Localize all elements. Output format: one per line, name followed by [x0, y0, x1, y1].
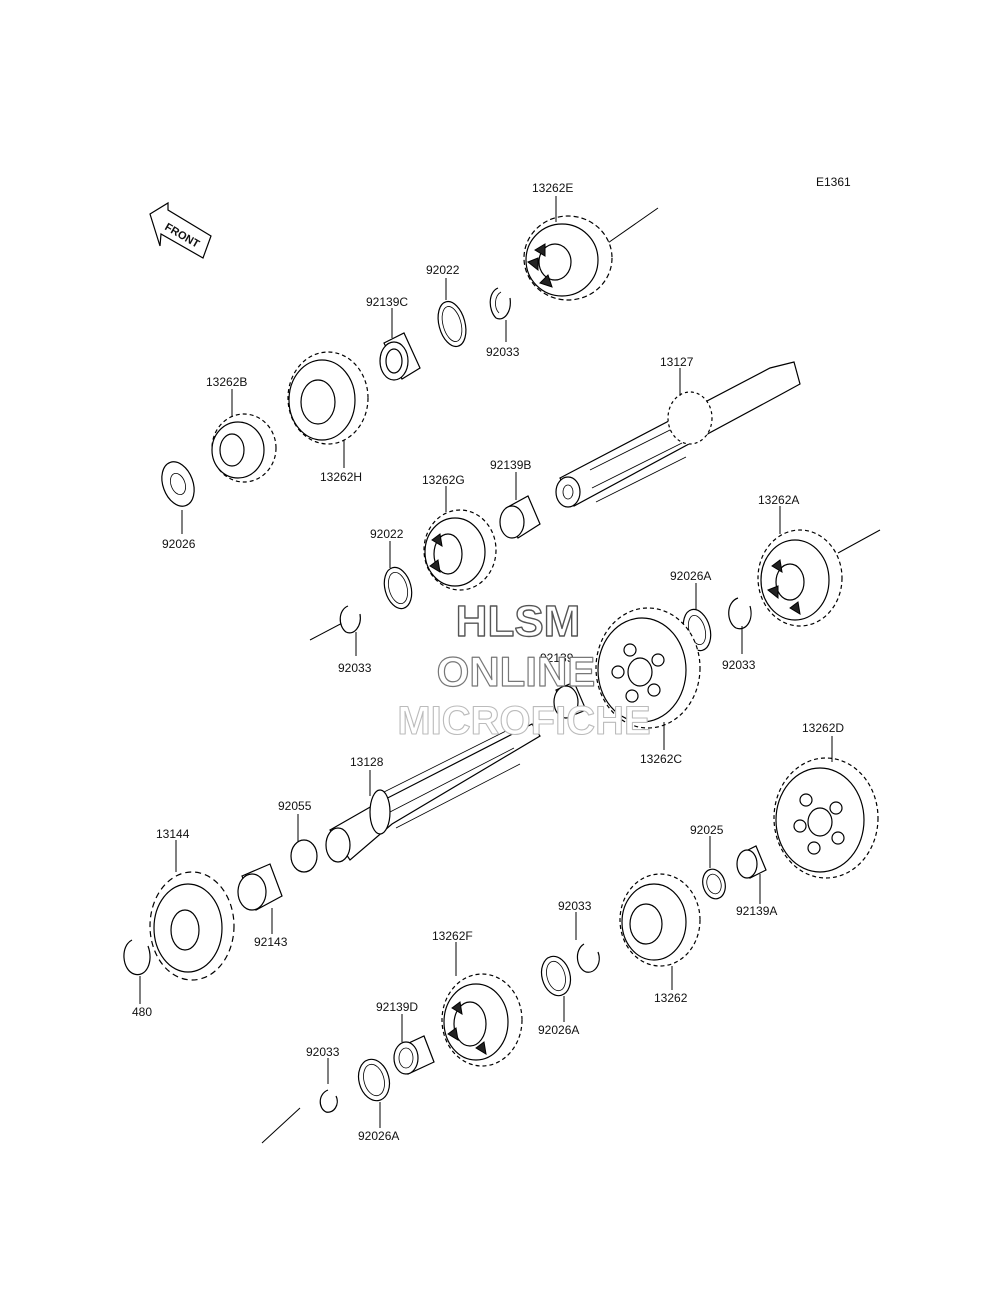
label-92026A-right: 92026A: [670, 569, 711, 583]
label-92026A-bottom: 92026A: [358, 1129, 399, 1143]
label-13128: 13128: [350, 755, 384, 769]
diagram-code: E1361: [816, 175, 851, 189]
bearing-92139[interactable]: [553, 681, 587, 719]
washer-92022-top[interactable]: [433, 298, 470, 349]
label-92026: 92026: [162, 537, 196, 551]
label-92033-bottom: 92033: [306, 1045, 340, 1059]
label-13262C: 13262C: [640, 752, 682, 766]
label-92025: 92025: [690, 823, 724, 837]
shaft-13127[interactable]: [555, 361, 801, 508]
label-92139: 92139: [540, 651, 574, 665]
oring-92055[interactable]: [290, 839, 318, 873]
collar-92143[interactable]: [237, 863, 283, 911]
label-13144: 13144: [156, 827, 190, 841]
label-13262D: 13262D: [802, 721, 844, 735]
circlip-92033-bottom[interactable]: [319, 1089, 338, 1113]
circlip-92033-left[interactable]: [339, 605, 361, 634]
label-92139D: 92139D: [376, 1000, 418, 1014]
label-92033-top: 92033: [486, 345, 520, 359]
label-480: 480: [132, 1005, 152, 1019]
leader-lines: [139, 196, 833, 1128]
gear-13262D[interactable]: [773, 757, 879, 879]
watermark-line3: MICROFICHE: [397, 699, 650, 743]
label-92139C: 92139C: [366, 295, 408, 309]
label-13262G: 13262G: [422, 473, 465, 487]
bushing-92139B[interactable]: [499, 495, 541, 539]
washer-92022-mid[interactable]: [380, 564, 416, 611]
watermark-line1: HLSM: [456, 597, 581, 646]
shaft-13128[interactable]: [325, 723, 541, 863]
gear-13262A[interactable]: [757, 529, 843, 627]
label-92033-left: 92033: [338, 661, 372, 675]
circlip-92033-mid[interactable]: [576, 943, 600, 973]
gear-13262F[interactable]: [441, 973, 523, 1067]
washer-92025[interactable]: [699, 867, 728, 902]
gear-13262B[interactable]: [211, 413, 277, 483]
gear-13262[interactable]: [619, 873, 701, 967]
label-13262E: 13262E: [532, 181, 573, 195]
label-13262F: 13262F: [432, 929, 473, 943]
bushing-92139A[interactable]: [736, 845, 767, 879]
gear-13262E[interactable]: [523, 215, 613, 301]
label-92022-mid: 92022: [370, 527, 404, 541]
label-92055: 92055: [278, 799, 312, 813]
label-92026A-mid: 92026A: [538, 1023, 579, 1037]
watermark-line2: ONLINE: [437, 648, 596, 695]
circlip-92033-top[interactable]: [489, 287, 511, 320]
washer-92026A-mid[interactable]: [537, 953, 574, 999]
direction-line: [604, 207, 659, 246]
circlip-92033-right[interactable]: [728, 597, 752, 630]
gear-13262G[interactable]: [423, 509, 497, 591]
label-92033-right: 92033: [722, 658, 756, 672]
label-13262H: 13262H: [320, 470, 362, 484]
label-13262B: 13262B: [206, 375, 247, 389]
gear-13262H[interactable]: [287, 351, 369, 445]
label-13262A: 13262A: [758, 493, 799, 507]
washer-92026[interactable]: [156, 457, 200, 510]
watermark: HLSM ONLINE MICROFICHE: [397, 596, 651, 743]
label-13262: 13262: [654, 991, 688, 1005]
front-arrow-icon: FRONT: [149, 201, 212, 259]
direction-line: [261, 1107, 301, 1144]
direction-line: [837, 529, 881, 554]
circlip-480[interactable]: [123, 939, 151, 976]
gear-13262C[interactable]: [595, 607, 701, 729]
label-92033-mid: 92033: [558, 899, 592, 913]
bearing-92139D[interactable]: [393, 1035, 435, 1075]
washer-92026A-bottom[interactable]: [354, 1056, 394, 1104]
label-92022-top: 92022: [426, 263, 460, 277]
sprocket-13144[interactable]: [149, 871, 235, 981]
label-92143: 92143: [254, 935, 288, 949]
label-92139B: 92139B: [490, 458, 531, 472]
bearing-92139C[interactable]: [379, 332, 421, 381]
label-92139A: 92139A: [736, 904, 777, 918]
label-13127: 13127: [660, 355, 694, 369]
